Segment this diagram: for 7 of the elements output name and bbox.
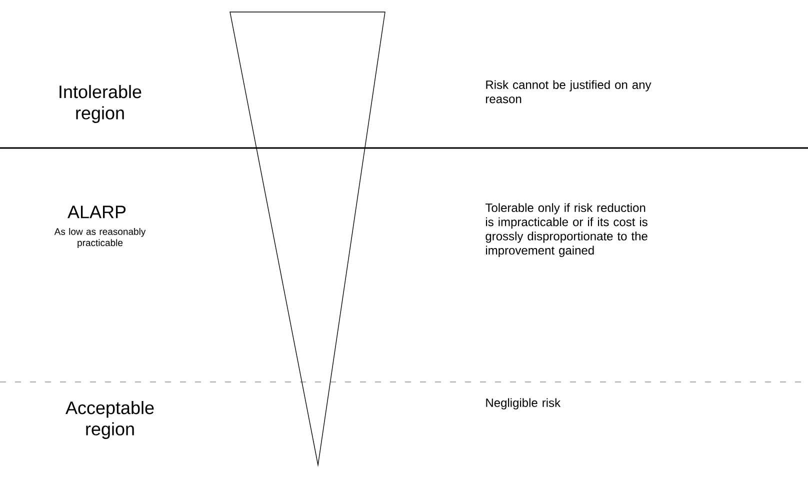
subtitle-text: As low as reasonably practicable [54, 228, 146, 248]
region-heading: Acceptable region [66, 401, 154, 439]
description-text: Negligible risk [486, 398, 561, 410]
description-text: Tolerable only if risk reduction is impracticable or if its cost is grossly disproportionate to the improvement gained [485, 203, 648, 257]
region-heading: ALARP [68, 206, 126, 218]
region-heading: Intolerable region [60, 85, 142, 123]
description-text: Risk cannot be justified on any reason [486, 80, 652, 104]
